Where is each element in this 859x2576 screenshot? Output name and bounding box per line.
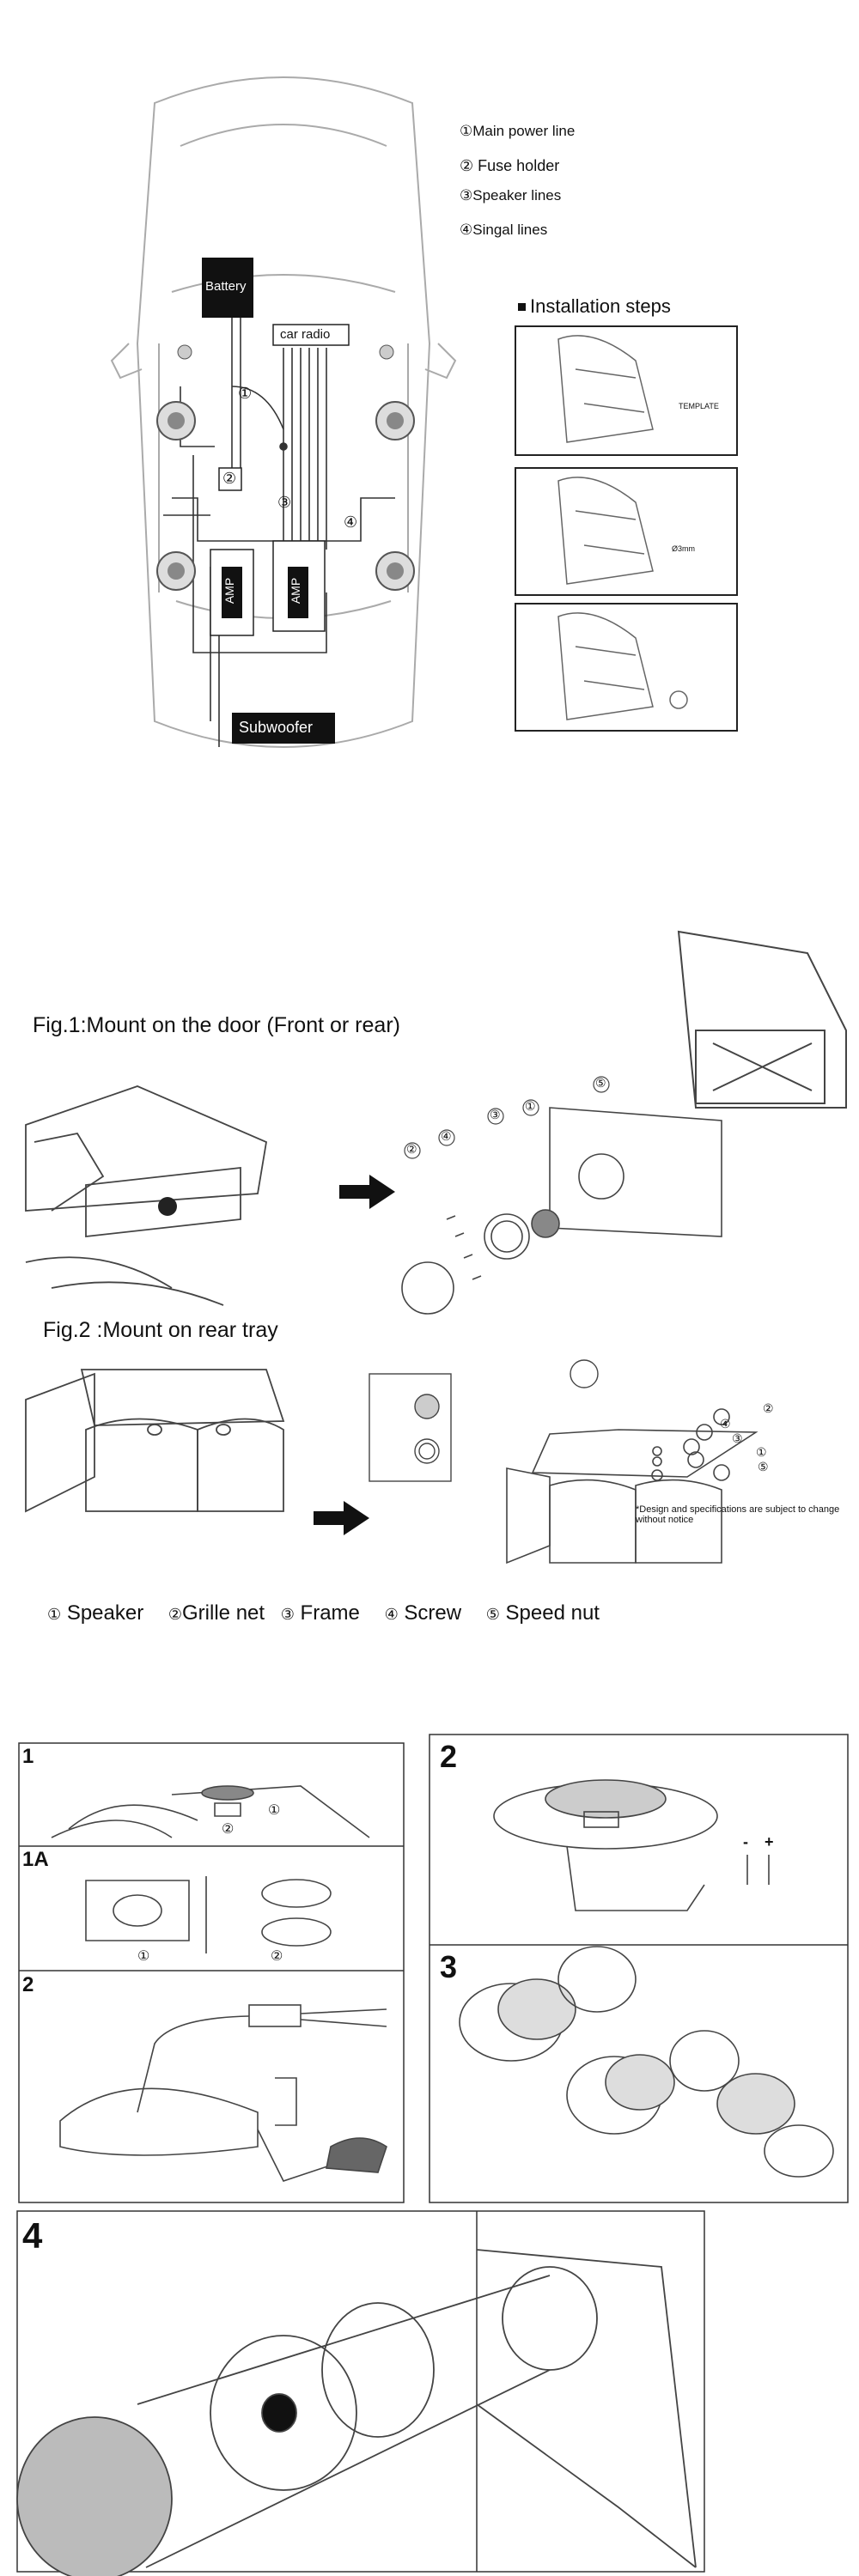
- parts-legend: ① Speaker ②Grille net ③ Frame ④ Screw ⑤ …: [47, 1601, 600, 1625]
- battery-box: [202, 258, 253, 318]
- wires: [163, 318, 395, 747]
- marker-2: ②: [222, 470, 237, 487]
- step2b-speaker-sketch: [493, 1779, 770, 1911]
- fig1-title: Fig.1:Mount on the door (Front or rear): [33, 1013, 400, 1037]
- installation-title: Installation steps: [530, 295, 671, 317]
- fig1-callout-circles: [404, 1076, 610, 1159]
- step-label-4: 4: [22, 2215, 43, 2256]
- step-label-3: 3: [440, 1949, 458, 1984]
- legend-item-fuse-holder: ② Fuse holder: [460, 157, 559, 175]
- fig2-callout-5: ⑤: [758, 1460, 769, 1473]
- door-sketch-top-right: [677, 930, 847, 1109]
- subwoofer-label: Subwoofer: [239, 719, 314, 736]
- legend-num: ②: [460, 157, 474, 174]
- legend-num: ①: [460, 123, 473, 139]
- install-door-sketches: [557, 335, 688, 720]
- legend-num: ③: [460, 187, 473, 204]
- fig2-parts-box: [369, 1359, 599, 1482]
- step4-exploded-speaker: [16, 2249, 697, 2576]
- fig2-arrow: [314, 1501, 369, 1535]
- fig2-callout-3: ③: [732, 1431, 743, 1445]
- install-step-panels: [515, 325, 738, 732]
- polarity-positive: +: [765, 1833, 774, 1850]
- install-title-bullet: [518, 303, 526, 311]
- part-label-speed-nut: Speed nut: [505, 1601, 600, 1625]
- part-label-grille: Grille net: [182, 1601, 265, 1625]
- fig1-callout-1: ①: [525, 1099, 536, 1113]
- step2-wiring-sketch: [59, 2004, 387, 2182]
- fig2-tray-exploded: [506, 1408, 758, 1564]
- polarity-negative: -: [743, 1833, 748, 1850]
- step-panel-frames: [16, 1734, 849, 2573]
- battery-label: Battery: [205, 279, 247, 294]
- fig1-callout-3: ③: [490, 1108, 501, 1121]
- step-label-2b: 2: [440, 1739, 458, 1774]
- fig2-title: Fig.2 :Mount on rear tray: [43, 1318, 278, 1342]
- fig1-callout-5: ⑤: [595, 1076, 606, 1090]
- amp-box-2-label-bg: [288, 567, 308, 618]
- speaker-rear-left: [156, 551, 196, 591]
- step-label-1: 1: [22, 1745, 34, 1768]
- marker-3: ③: [277, 494, 292, 511]
- fig1-callout-4: ④: [441, 1129, 452, 1143]
- fig2-car-interior: [25, 1369, 285, 1513]
- part-num-frame: ③: [280, 1606, 295, 1623]
- car-outline: [110, 76, 457, 748]
- part-label-screw: Screw: [404, 1601, 462, 1625]
- fig1-car-interior: [25, 1085, 268, 1306]
- template-label: TEMPLATE: [679, 402, 719, 410]
- spec-note: *Design and specifications are subject t…: [636, 1504, 840, 1525]
- fig1-exploded-parts: [401, 1107, 722, 1315]
- tweeter-right: [379, 344, 394, 360]
- step1a-sketch: [85, 1879, 332, 1947]
- drill-label: Ø3mm: [672, 544, 695, 553]
- fig1-callout-2: ②: [406, 1142, 417, 1156]
- fig2-callout-1: ①: [756, 1445, 767, 1459]
- speaker-rear-right: [375, 551, 415, 591]
- amp-label-2: AMP: [289, 577, 303, 605]
- part-label-speaker: Speaker: [66, 1601, 144, 1625]
- car-radio-box: [272, 324, 350, 346]
- fig1-arrow: [339, 1175, 395, 1209]
- fuse-holder-box: [218, 467, 242, 491]
- fig2-callout-4: ④: [720, 1417, 731, 1431]
- step1a-mark-1: ①: [137, 1949, 150, 1964]
- marker-1: ①: [238, 385, 253, 402]
- part-num-grille: ②: [168, 1606, 183, 1623]
- step-label-2a: 2: [22, 1973, 34, 1996]
- step1-sketch: [51, 1785, 370, 1838]
- legend-item-main-power: ①Main power line: [460, 123, 575, 140]
- fig2-callout-2: ②: [763, 1401, 774, 1415]
- speaker-front-right: [375, 401, 415, 440]
- speaker-front-left: [156, 401, 196, 440]
- part-num-speaker: ①: [47, 1606, 62, 1623]
- legend-label: Fuse holder: [478, 157, 560, 174]
- marker-4: ④: [344, 513, 358, 531]
- legend-num: ④: [460, 222, 473, 238]
- part-label-frame: Frame: [300, 1601, 360, 1625]
- fig1-speaker-hole: [158, 1197, 177, 1216]
- step-label-1a: 1A: [22, 1848, 49, 1871]
- part-num-speed-nut: ⑤: [485, 1606, 500, 1623]
- step1-mark-1: ①: [268, 1803, 281, 1818]
- tweeter-left: [177, 344, 192, 360]
- legend-item-speaker-lines: ③Speaker lines: [460, 187, 561, 204]
- legend-label: Main power line: [472, 123, 576, 139]
- subwoofer-box: [232, 713, 335, 744]
- car-radio-label: car radio: [280, 327, 331, 342]
- amp-label-1: AMP: [222, 577, 237, 605]
- legend-item-signal-lines: ④Singal lines: [460, 222, 547, 239]
- step3-exploded-speakers: [459, 1946, 834, 2178]
- step1-mark-2: ②: [222, 1822, 235, 1837]
- part-num-screw: ④: [384, 1606, 399, 1623]
- legend-label: Speaker lines: [472, 187, 562, 204]
- amp-box-1-label-bg: [222, 567, 242, 618]
- step1a-mark-2: ②: [271, 1949, 283, 1964]
- legend-label: Singal lines: [472, 222, 548, 238]
